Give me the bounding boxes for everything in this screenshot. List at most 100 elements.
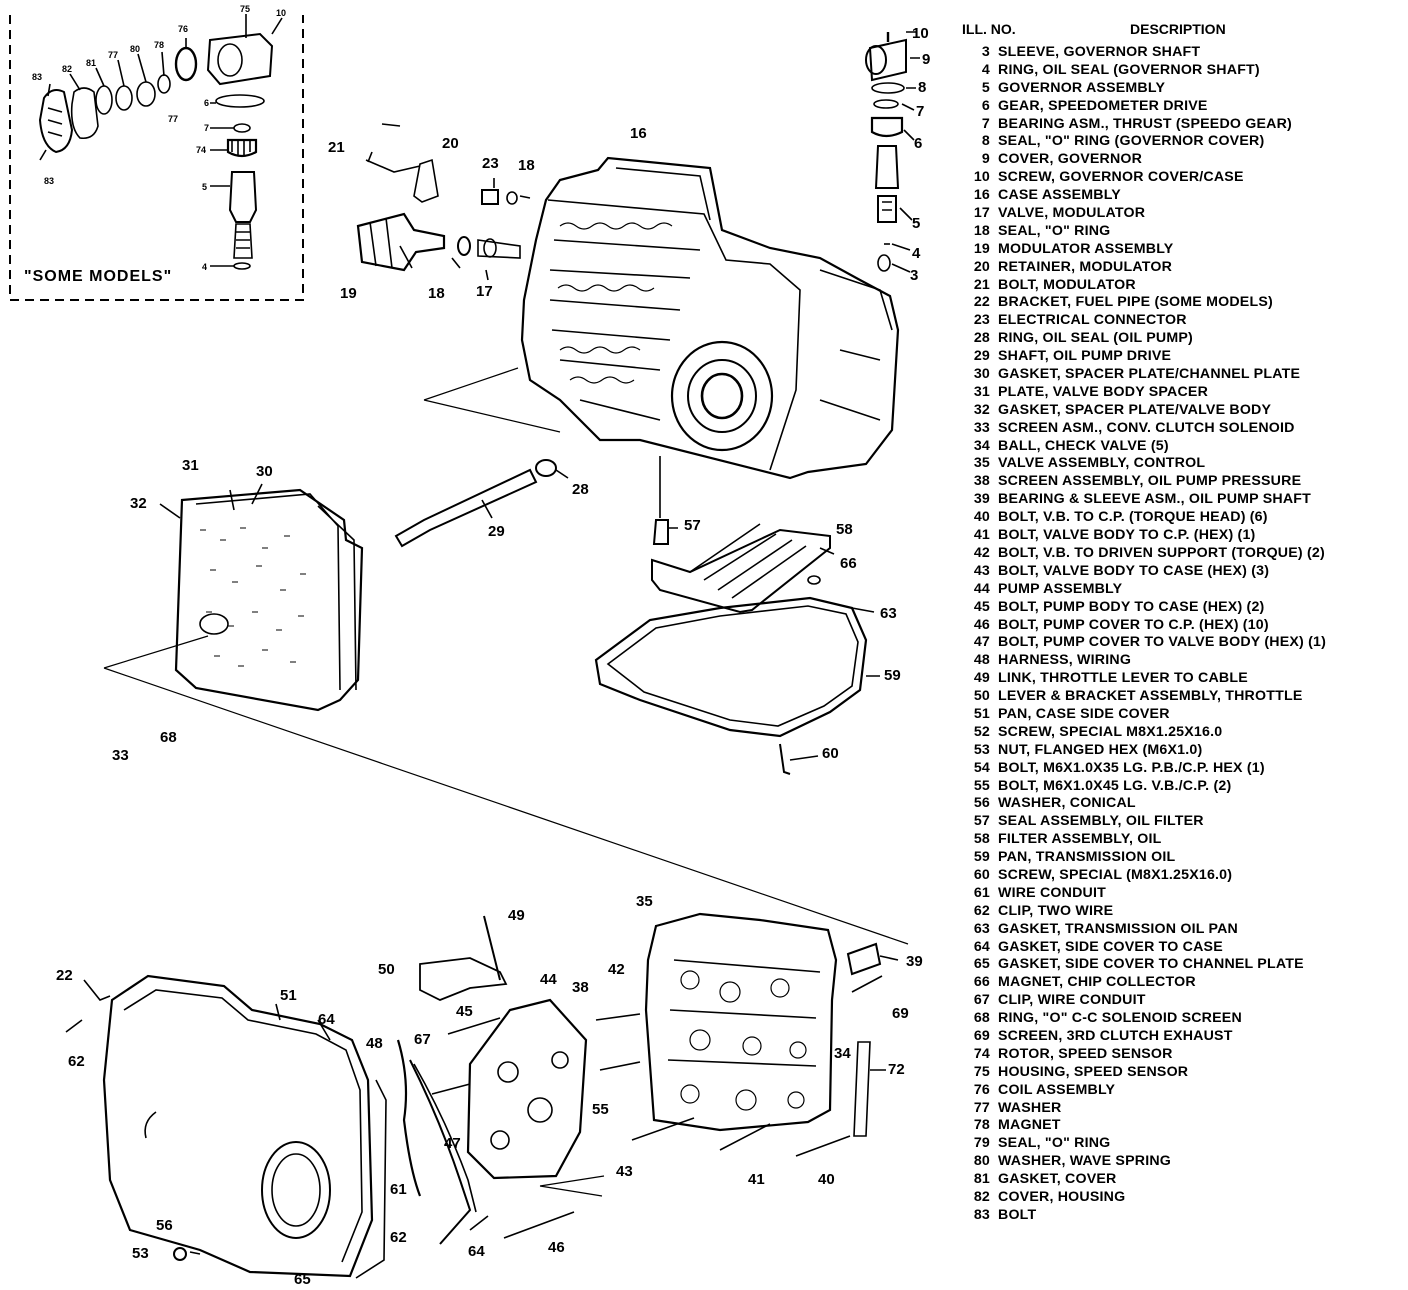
- callout-38: 38: [572, 979, 589, 996]
- legend-description: SLEEVE, GOVERNOR SHAFT: [998, 44, 1201, 60]
- inset-callout-4: 4: [202, 262, 207, 272]
- legend-number: 21: [973, 276, 990, 293]
- legend-number: 65: [973, 956, 990, 973]
- legend-number: 61: [973, 884, 990, 901]
- legend-number: 35: [973, 455, 990, 472]
- legend-description: PUMP ASSEMBLY: [998, 580, 1123, 597]
- callout-51: 51: [280, 987, 297, 1004]
- legend-description: FILTER ASSEMBLY, OIL: [998, 831, 1162, 848]
- legend-description: COVER, HOUSING: [998, 1189, 1126, 1205]
- inset-callout-76: 76: [178, 24, 188, 34]
- legend-description: GASKET, SPACER PLATE/VALVE BODY: [998, 401, 1272, 418]
- callout-labels: 10 9 8 7 6 5 4 3 16 21 20 23 18 19 18 17…: [56, 25, 930, 1288]
- legend-description: PAN, CASE SIDE COVER: [998, 705, 1170, 722]
- legend-description: MAGNET, CHIP COLLECTOR: [998, 974, 1196, 991]
- callout-55: 55: [592, 1101, 609, 1118]
- legend-description: BEARING ASM., THRUST (SPEEDO GEAR): [998, 115, 1292, 132]
- legend-description: RING, "O" C-C SOLENOID SCREEN: [998, 1010, 1242, 1027]
- inset-callout-81: 82: [62, 64, 72, 74]
- callout-48: 48: [366, 1035, 383, 1052]
- callout-39: 39: [906, 953, 923, 970]
- legend-description: COVER, GOVERNOR: [998, 151, 1143, 168]
- legend-description: WASHER, CONICAL: [998, 795, 1136, 812]
- legend-description: BOLT, M6X1.0X35 LG. P.B./C.P. HEX (1): [998, 759, 1265, 776]
- legend-number: 63: [973, 920, 990, 937]
- legend-row: 63 GASKET, TRANSMISSION OIL PAN: [962, 921, 1392, 939]
- callout-46: 46: [548, 1239, 565, 1256]
- callout-59: 59: [884, 667, 901, 684]
- pump-assembly: [396, 915, 641, 1245]
- legend-col-description: DESCRIPTION: [1130, 21, 1226, 37]
- callout-56: 56: [156, 1217, 173, 1234]
- legend-description: SCREW, GOVERNOR COVER/CASE: [998, 169, 1244, 186]
- legend-description: GASKET, TRANSMISSION OIL PAN: [998, 920, 1238, 937]
- legend-number: 58: [973, 831, 990, 848]
- inset-callout-77b: 77: [168, 114, 178, 124]
- legend-description: SEAL, "O" RING: [998, 1135, 1111, 1152]
- side-cover-pan: [65, 974, 387, 1279]
- callout-57: 57: [684, 517, 701, 534]
- legend-number: 56: [973, 795, 990, 812]
- legend-description: GASKET, COVER: [998, 1171, 1117, 1188]
- legend-description: ROTOR, SPEED SENSOR: [998, 1045, 1173, 1062]
- callout-19: 19: [340, 285, 357, 302]
- legend-number: 23: [973, 312, 990, 329]
- callout-35: 35: [636, 893, 653, 910]
- inset-callout-74: 74: [196, 145, 206, 155]
- callout-72: 72: [888, 1061, 905, 1078]
- control-valve-assembly: [631, 912, 899, 1157]
- legend-number: 64: [973, 938, 990, 955]
- inset-callout-6: 6: [204, 98, 209, 108]
- legend-description: GASKET, SIDE COVER TO CHANNEL PLATE: [998, 956, 1304, 973]
- legend-description: BOLT, PUMP COVER TO C.P. (HEX) (10): [998, 616, 1269, 633]
- callout-34: 34: [834, 1045, 851, 1062]
- legend-description: CASE ASSEMBLY: [998, 187, 1121, 204]
- legend-number: 76: [973, 1081, 990, 1098]
- callout-7: 7: [916, 103, 924, 120]
- legend-number: 46: [973, 616, 990, 633]
- legend-description: ELECTRICAL CONNECTOR: [998, 312, 1187, 329]
- legend-number: 66: [973, 974, 990, 991]
- legend-description: BOLT, VALVE BODY TO C.P. (HEX) (1): [998, 527, 1256, 544]
- legend-description: GASKET, SIDE COVER TO CASE: [998, 938, 1223, 955]
- legend-description: SEAL ASSEMBLY, OIL FILTER: [998, 813, 1204, 830]
- legend-number: 43: [973, 562, 990, 579]
- callout-10: 10: [912, 25, 929, 42]
- legend-number: 69: [973, 1027, 990, 1044]
- legend-description: GASKET, SPACER PLATE/CHANNEL PLATE: [998, 366, 1301, 383]
- callout-67: 67: [414, 1031, 431, 1048]
- legend-description: GEAR, SPEEDOMETER DRIVE: [998, 97, 1208, 114]
- legend-description: SCREW, SPECIAL (M8X1.25X16.0): [998, 866, 1233, 883]
- legend-description: PAN, TRANSMISSION OIL: [998, 849, 1176, 866]
- legend-number: 33: [973, 419, 990, 436]
- legend-description: CLIP, TWO WIRE: [998, 902, 1114, 919]
- callout-6: 6: [914, 135, 922, 152]
- legend-description: BOLT, V.B. TO C.P. (TORQUE HEAD) (6): [998, 509, 1268, 526]
